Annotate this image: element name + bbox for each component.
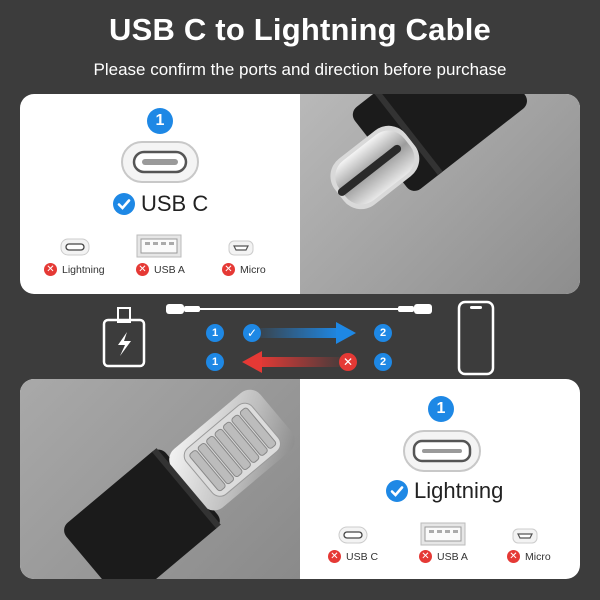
micro-usb-port-icon xyxy=(512,528,538,544)
correct-from-badge: 1 xyxy=(206,324,224,342)
wrong-port-label: USB A xyxy=(437,551,468,563)
correct-port-label: Lightning xyxy=(414,478,504,503)
page-title: USB C to Lightning Cable xyxy=(109,12,491,47)
wrong-to-badge: 2 xyxy=(374,353,392,371)
page-subtitle: Please confirm the ports and direction b… xyxy=(93,60,507,79)
wrong-from-badge: 1 xyxy=(206,353,224,371)
check-icon xyxy=(113,193,135,215)
wrong-port-label: USB A xyxy=(154,264,185,276)
usb-c-plug-photo xyxy=(300,94,580,294)
micro-usb-port-icon xyxy=(228,240,254,256)
x-icon: ✕ xyxy=(328,550,341,563)
usb-a-port-icon xyxy=(136,234,182,258)
wrong-port-label: USB C xyxy=(346,551,379,563)
correct-port-label: USB C xyxy=(141,191,209,216)
x-icon: ✕ xyxy=(339,353,357,371)
usb-a-port-icon xyxy=(420,522,466,546)
direction-diagram xyxy=(102,300,495,376)
port-number-badge: 1 xyxy=(147,108,173,134)
x-icon: ✕ xyxy=(222,263,235,276)
lightning-panel: 1 Lightning ✕ USB C ✕ USB A ✕ Micro xyxy=(20,379,580,579)
x-icon: ✕ xyxy=(507,550,520,563)
charger-icon xyxy=(102,307,146,368)
correct-arrow-shaft xyxy=(250,328,340,338)
correct-to-badge: 2 xyxy=(374,324,392,342)
usb-c-port-large-icon xyxy=(121,141,199,183)
correct-arrow-head xyxy=(336,322,356,344)
usb-c-port-icon xyxy=(338,526,368,544)
port-number-badge: 1 xyxy=(428,396,454,422)
wrong-port-label: Micro xyxy=(240,264,266,276)
lightning-port-large-icon xyxy=(403,430,481,472)
x-icon: ✕ xyxy=(419,550,432,563)
x-icon: ✕ xyxy=(44,263,57,276)
check-icon: ✓ xyxy=(243,324,261,342)
lightning-port-icon xyxy=(60,238,90,256)
cable-icon xyxy=(166,304,432,314)
wrong-arrow-head xyxy=(242,351,262,373)
wrong-arrow-shaft xyxy=(258,357,348,367)
wrong-port-label: Lightning xyxy=(62,264,105,276)
wrong-port-label: Micro xyxy=(525,551,551,563)
check-icon xyxy=(386,480,408,502)
x-icon: ✕ xyxy=(136,263,149,276)
lightning-plug-photo xyxy=(20,379,300,579)
phone-icon xyxy=(457,300,495,376)
usb-c-panel: 1 USB C ✕ Lightning ✕ USB A ✕ Micro xyxy=(20,94,580,294)
